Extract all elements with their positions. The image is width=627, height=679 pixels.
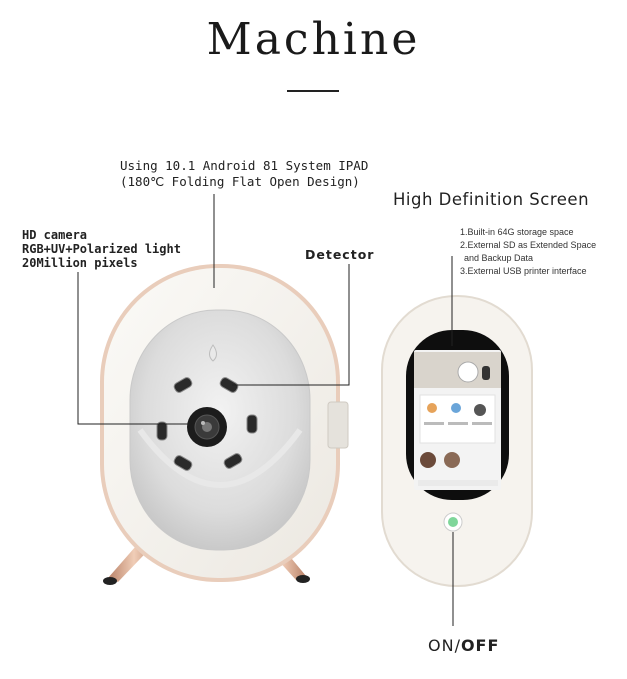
on-text: ON/ [428, 636, 461, 655]
off-text: OFF [460, 636, 500, 655]
hinge [327, 401, 349, 449]
camera-callout [77, 272, 190, 425]
bowl-inner-lip [137, 428, 303, 488]
camera-lens-icon [187, 407, 227, 447]
camera-line-1: HD camera [22, 228, 88, 242]
led-light-icon [156, 421, 168, 441]
spec-item: 3.External USB printer interface [460, 266, 587, 276]
led-ring [156, 377, 258, 471]
camera-annotation: HD camera RGB+UV+Polarized light 20Milli… [22, 228, 181, 270]
detector-callout [232, 264, 350, 386]
ipad-line-1: Using 10.1 Android 81 System IPAD [120, 158, 369, 173]
ipad-annotation: Using 10.1 Android 81 System IPAD (180℃ … [120, 158, 369, 190]
led-light-icon [246, 414, 258, 434]
detector-annotation: Detector [305, 247, 375, 262]
screen-spec-list: 1.Built-in 64G storage space 2.External … [460, 226, 596, 278]
screen-title: High Definition Screen [393, 190, 590, 209]
spec-item: 1.Built-in 64G storage space [460, 227, 574, 237]
page-title: Machine [206, 14, 421, 65]
camera-line-3: 20Million pixels [22, 256, 138, 270]
right-foot [296, 575, 310, 583]
led-light-icon [223, 453, 243, 469]
callout-lines [77, 194, 454, 626]
spec-item: 2.External SD as Extended Space [460, 240, 597, 250]
led-light-icon [173, 455, 193, 471]
led-light-icon [173, 377, 193, 393]
onoff-label: ON/OFF [428, 636, 499, 655]
ipad-line-2: (180℃ Folding Flat Open Design) [120, 174, 360, 189]
camera-line-2: RGB+UV+Polarized light [22, 242, 181, 256]
led-light-icon [219, 377, 239, 393]
top-sensor [209, 344, 217, 362]
spec-item: and Backup Data [464, 253, 534, 263]
title-underline [287, 90, 339, 92]
left-foot [103, 577, 117, 585]
